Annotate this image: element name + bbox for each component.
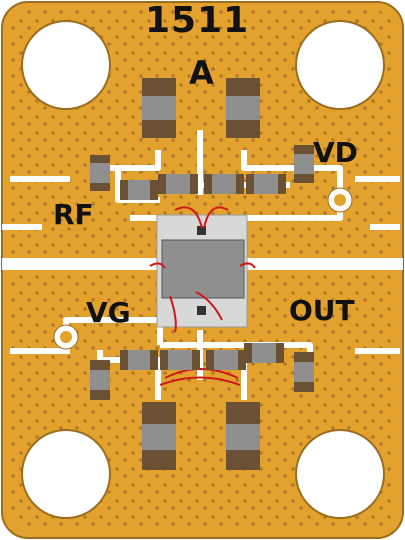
- port-label-rf: RF: [53, 198, 94, 231]
- mounting-hole-top-left: [21, 20, 111, 110]
- mounting-hole-bottom-left: [21, 429, 111, 519]
- port-label-vd: VD: [313, 136, 358, 169]
- port-label-out: OUT: [289, 294, 355, 327]
- port-label-a: A: [189, 54, 214, 92]
- mounting-holes: [21, 20, 385, 519]
- mounting-hole-top-right: [295, 20, 385, 110]
- port-label-vg: VG: [86, 296, 131, 329]
- chip-pad-top: [197, 226, 206, 235]
- components: [90, 78, 314, 470]
- mounting-hole-bottom-right: [295, 429, 385, 519]
- chip-pad-bottom: [197, 306, 206, 315]
- bond-wires: [149, 206, 256, 386]
- chip-die: [161, 239, 245, 299]
- part-number-label: 1511: [145, 0, 250, 41]
